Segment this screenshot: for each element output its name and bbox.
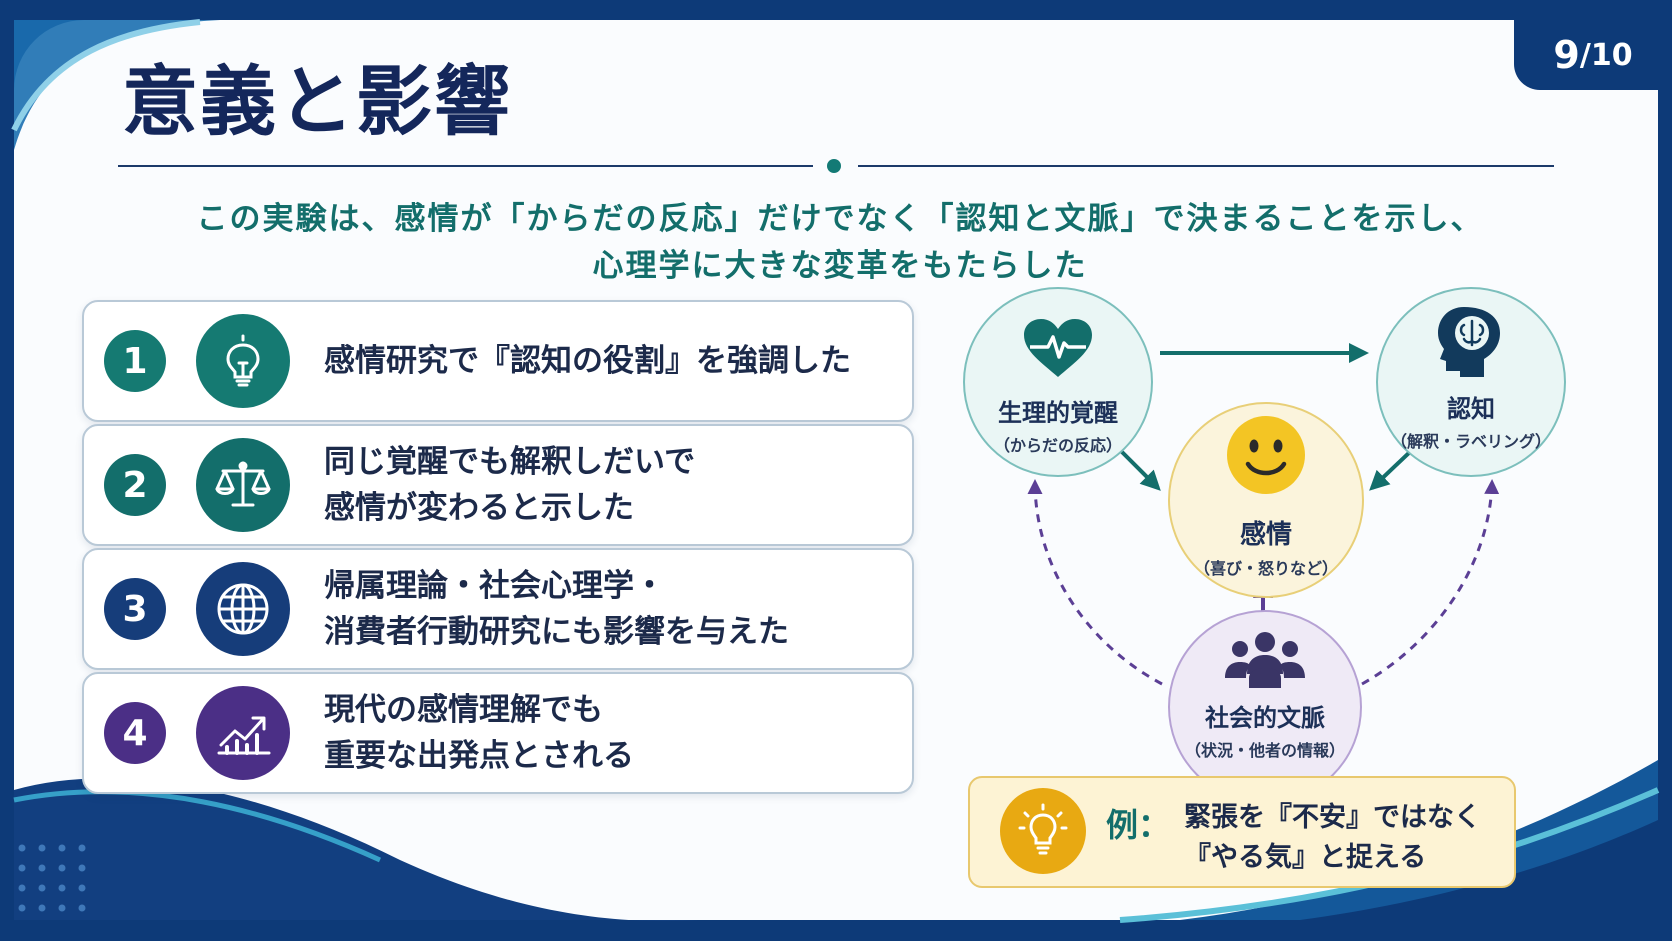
dashed-arrow-context-to-arousal	[1027, 479, 1163, 686]
point-3-line-1: 帰属理論・社会心理学・	[324, 568, 665, 604]
point-text-1: 感情研究で『認知の役割』を強調した	[324, 302, 851, 420]
subtitle-line-1: この実験は、感情が「からだの反応」だけでなく「認知と文脈」で決まることを示し、	[196, 201, 1484, 237]
lightbulb-icon	[196, 314, 290, 408]
example-line-2: 『やる気』と捉える	[1184, 842, 1427, 873]
title-rule-dot	[827, 159, 841, 173]
example-box: 例： 緊張を『不安』ではなく 『やる気』と捉える	[968, 776, 1516, 888]
title-rule-right	[858, 165, 1554, 167]
dashed-arrow-context-to-cognition	[1361, 479, 1500, 686]
node-cognition: 認知 （解釈・ラベリング）	[1376, 287, 1566, 477]
node-emotion-label: 感情	[1239, 520, 1292, 550]
node-emotion-sub: （喜び・怒りなど）	[1193, 559, 1338, 578]
example-line-1: 緊張を『不安』ではなく	[1184, 802, 1481, 833]
point-number-4: 4	[104, 702, 166, 764]
page-current: 9	[1553, 33, 1580, 77]
brain-head-icon	[1434, 303, 1508, 383]
point-card-1: 1 感情研究で『認知の役割』を強調した	[82, 300, 914, 422]
point-card-3: 3 帰属理論・社会心理学・ 消費者行動研究にも影響を与えた	[82, 548, 914, 670]
lightbulb-icon	[1000, 788, 1086, 874]
title-rule-left	[118, 165, 813, 167]
point-card-4: 4 現代の感情理解でも 重要な出発点とされる	[82, 672, 914, 794]
people-group-icon	[1223, 630, 1307, 694]
point-text-3: 帰属理論・社会心理学・ 消費者行動研究にも影響を与えた	[324, 550, 789, 668]
node-cognition-sub: （解釈・ラベリング）	[1390, 432, 1551, 451]
slide-title: 意義と影響	[122, 57, 512, 146]
arrow-arousal-to-emotion	[1116, 446, 1161, 491]
node-context: 社会的文脈 （状況・他者の情報）	[1168, 610, 1362, 804]
node-arousal: 生理的覚醒 （からだの反応）	[963, 287, 1153, 477]
point-2-line-1: 同じ覚醒でも解釈しだいで	[324, 444, 696, 480]
node-context-label: 社会的文脈	[1205, 704, 1325, 732]
smiley-icon	[1225, 414, 1307, 500]
point-text-4: 現代の感情理解でも 重要な出発点とされる	[324, 674, 634, 792]
heartbeat-icon	[1022, 317, 1094, 383]
page-total: /10	[1579, 37, 1633, 73]
arrow-cognition-to-emotion	[1369, 448, 1414, 491]
subtitle-line-2: 心理学に大きな変革をもたらした	[592, 248, 1088, 284]
trending-chart-icon	[196, 686, 290, 780]
node-arousal-sub: （からだの反応）	[993, 436, 1122, 455]
node-emotion: 感情 （喜び・怒りなど）	[1168, 402, 1364, 598]
point-number-2: 2	[104, 454, 166, 516]
page-indicator: 9/10	[1514, 20, 1672, 90]
node-context-sub: （状況・他者の情報）	[1184, 741, 1345, 760]
example-text: 緊張を『不安』ではなく 『やる気』と捉える	[1184, 798, 1481, 878]
point-4-line-1: 現代の感情理解でも	[324, 692, 603, 728]
point-2-line-2: 感情が変わると示した	[324, 490, 634, 526]
point-1-line-1: 感情研究で『認知の役割』を強調した	[324, 343, 851, 379]
point-text-2: 同じ覚醒でも解釈しだいで 感情が変わると示した	[324, 426, 695, 544]
point-4-line-2: 重要な出発点とされる	[324, 738, 634, 774]
globe-icon	[196, 562, 290, 656]
point-3-line-2: 消費者行動研究にも影響を与えた	[324, 614, 789, 650]
point-card-2: 2 同じ覚醒でも解釈しだいで 感情が変わると示した	[82, 424, 914, 546]
example-label: 例：	[1106, 806, 1171, 844]
balance-scale-icon	[196, 438, 290, 532]
point-number-3: 3	[104, 578, 166, 640]
node-cognition-label: 認知	[1447, 395, 1495, 423]
point-number-1: 1	[104, 330, 166, 392]
node-arousal-label: 生理的覚醒	[998, 399, 1118, 427]
